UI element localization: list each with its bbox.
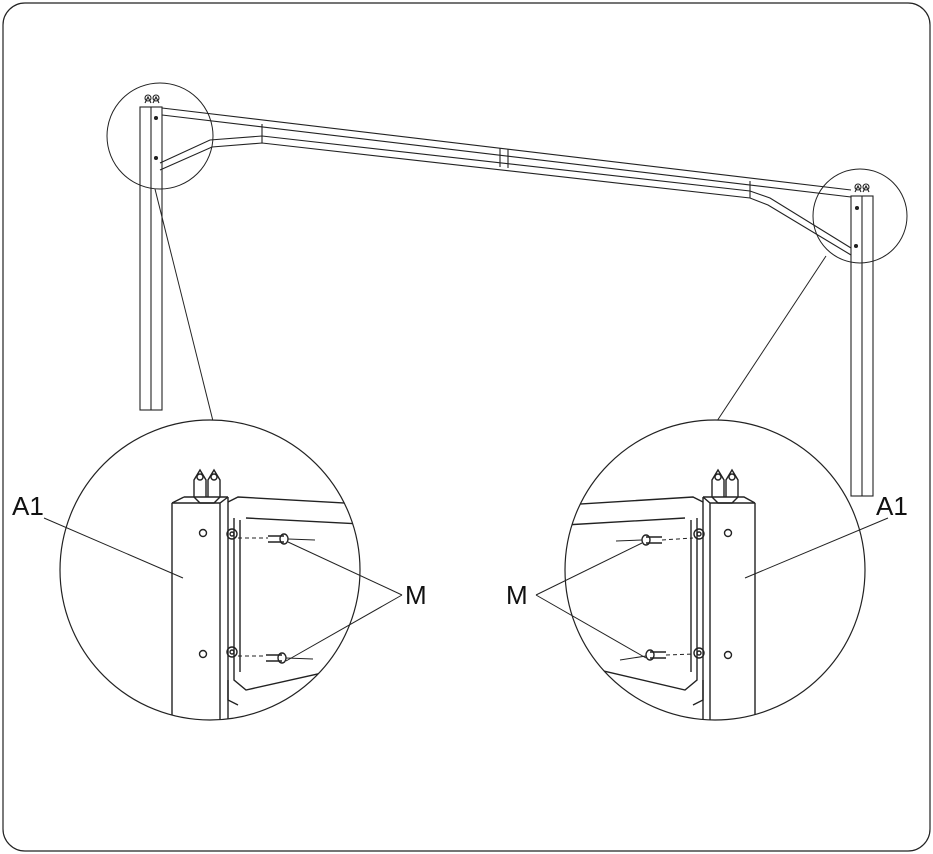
crossbar (161, 107, 852, 198)
label-leader-a1-left (43, 517, 184, 579)
label-leader-a1-right (744, 517, 889, 579)
detail-leader-right (716, 255, 827, 422)
label-leader-m-left-bottom (285, 594, 403, 662)
label-leader-m-right-bottom (535, 594, 647, 659)
label-leader-m-left-top (287, 541, 403, 596)
left-post (139, 94, 163, 411)
detail-marker-left (106, 82, 214, 190)
support-bar (159, 124, 852, 256)
right-post (850, 183, 874, 497)
label-leader-m-right-top (535, 542, 643, 596)
detail-leader-left (154, 188, 214, 422)
detail-view-right (564, 419, 866, 721)
label-a1-left: A1 (12, 491, 44, 521)
label-m-left: M (405, 580, 427, 610)
label-a1-right: A1 (876, 491, 908, 521)
goal-frame (139, 94, 874, 497)
label-m-right: M (506, 580, 528, 610)
detail-view-left (59, 419, 361, 721)
detail-marker-right (812, 168, 908, 264)
